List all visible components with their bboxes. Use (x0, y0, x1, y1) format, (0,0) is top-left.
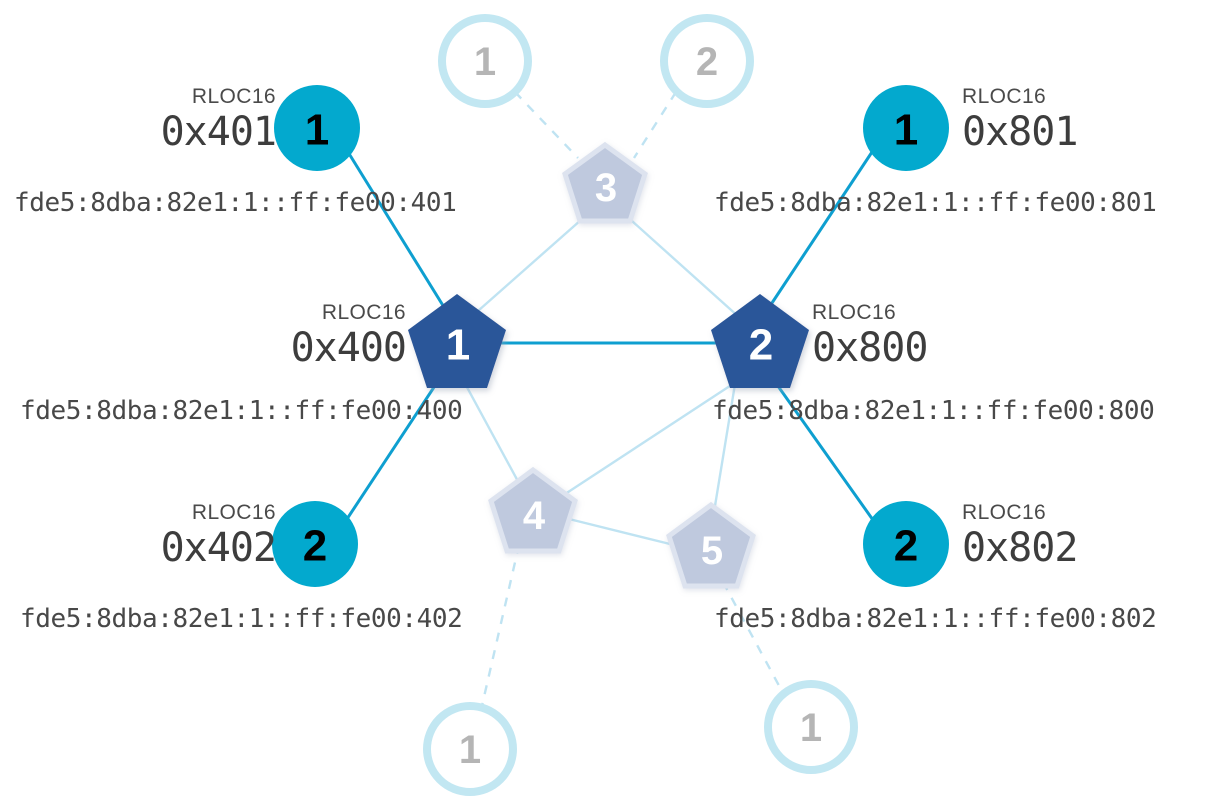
ghost-pentagon (562, 141, 648, 224)
link-child802-router800 (766, 371, 875, 521)
node-number: 2 (894, 522, 918, 571)
node-number: 5 (701, 529, 723, 573)
label-child-0x402: RLOC16 0x402 (160, 501, 277, 571)
active-links-group (343, 151, 875, 523)
ipv6-router-0x400: fde5:8dba:82e1:1::ff:fe00:400 (20, 396, 463, 426)
router-node-0x400[interactable]: 1 (408, 294, 506, 388)
rloc16-caption: RLOC16 (191, 501, 276, 524)
ghost-child-bottom-right[interactable]: 1 (764, 680, 858, 774)
dashed-links-group (479, 91, 792, 711)
rloc16-value: 0x400 (290, 325, 407, 371)
ipv6-child-0x802: fde5:8dba:82e1:1::ff:fe00:802 (714, 604, 1157, 634)
rloc16-value: 0x401 (160, 109, 277, 155)
link-ghost4-router800 (555, 376, 743, 502)
node-number: 1 (446, 321, 470, 370)
ghost-pentagon (488, 466, 578, 554)
ghost-child-top-right[interactable]: 2 (660, 14, 754, 108)
node-number: 2 (303, 522, 327, 571)
rloc16-caption: RLOC16 (962, 85, 1047, 108)
ipv6-router-0x800: fde5:8dba:82e1:1::ff:fe00:800 (712, 396, 1155, 426)
child-node-0x401[interactable]: 1 (274, 85, 360, 171)
link-ghost3-router800 (621, 211, 741, 319)
rloc16-value: 0x402 (160, 525, 277, 571)
child-circle (863, 501, 949, 587)
node-number: 1 (459, 728, 481, 772)
ipv6-child-0x402: fde5:8dba:82e1:1::ff:fe00:402 (20, 604, 463, 634)
child-node-0x801[interactable]: 1 (863, 85, 949, 171)
rloc16-caption: RLOC16 (962, 501, 1047, 524)
ghost-child-top-left[interactable]: 1 (438, 14, 532, 108)
ghost-circle (438, 14, 532, 108)
link-child402-router400 (343, 371, 446, 523)
router-pentagon (408, 294, 506, 388)
child-circle (863, 85, 949, 171)
ghost-router-5[interactable]: 5 (666, 501, 756, 589)
link-child401-router400 (346, 151, 449, 313)
child-node-0x402[interactable]: 2 (272, 501, 358, 587)
node-number: 3 (595, 166, 617, 210)
child-circle (274, 85, 360, 171)
link-router800-ghost5 (712, 377, 738, 513)
link-ghost4-ghost5 (564, 516, 675, 547)
child-circle (272, 501, 358, 587)
label-child-0x401: RLOC16 0x401 (160, 85, 277, 155)
ghost-pentagon (666, 501, 756, 589)
ghost-circle (660, 14, 754, 108)
node-number: 2 (696, 40, 718, 84)
rloc16-value: 0x802 (962, 525, 1078, 571)
link-router400-ghost4 (460, 377, 522, 486)
faded-links-group (460, 211, 743, 547)
rloc16-caption: RLOC16 (321, 301, 406, 324)
child-node-0x802[interactable]: 2 (863, 501, 949, 587)
rloc16-caption: RLOC16 (191, 85, 276, 108)
rloc16-caption: RLOC16 (812, 301, 897, 324)
ghost-router-3[interactable]: 3 (562, 141, 648, 224)
ipv6-child-0x801: fde5:8dba:82e1:1::ff:fe00:801 (714, 188, 1157, 218)
ghost-child-bottom-left[interactable]: 1 (423, 702, 517, 796)
ghost-circle (423, 702, 517, 796)
link-dashed-ghostchild-topleft (514, 91, 579, 159)
link-dashed-ghostchild-bottomleft (479, 544, 521, 711)
label-router-0x800: RLOC16 0x800 (812, 301, 928, 371)
node-number: 1 (305, 106, 329, 155)
router-pentagon (711, 294, 809, 388)
label-child-0x802: RLOC16 0x802 (962, 501, 1078, 571)
link-ghost3-router400 (469, 211, 591, 319)
ghost-router-4[interactable]: 4 (488, 466, 578, 554)
node-number: 2 (749, 321, 773, 370)
ghost-circle (764, 680, 858, 774)
rloc16-value: 0x800 (812, 325, 928, 371)
node-number: 4 (523, 494, 546, 538)
node-number: 1 (474, 40, 496, 84)
link-dashed-ghostchild-bottomright (721, 581, 792, 707)
rloc16-value: 0x801 (962, 109, 1078, 155)
link-dashed-ghostchild-topright (632, 91, 678, 159)
label-child-0x801: RLOC16 0x801 (962, 85, 1078, 155)
node-number: 1 (800, 706, 822, 750)
node-number: 1 (894, 106, 918, 155)
link-child801-router800 (764, 151, 874, 313)
label-router-0x400: RLOC16 0x400 (290, 301, 407, 371)
router-node-0x800[interactable]: 2 (711, 294, 809, 388)
ipv6-child-0x401: fde5:8dba:82e1:1::ff:fe00:401 (14, 188, 457, 218)
